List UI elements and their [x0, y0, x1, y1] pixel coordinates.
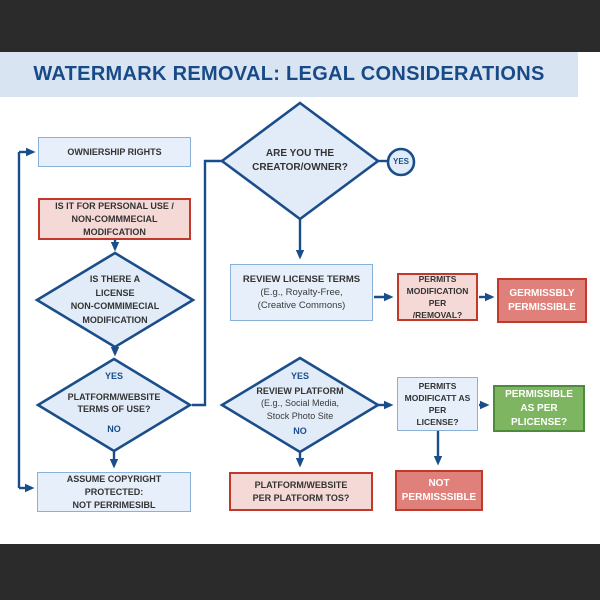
node-label: PLATFORM/WEBSITE — [254, 479, 348, 490]
node-label: IS IT FOR PERSONAL USE / — [55, 200, 174, 211]
page-title: WATERMARK REMOVAL: LEGAL CONSIDERATIONS — [33, 63, 545, 85]
node-ownership-rights: OWNIERSHIP RIGHTS — [38, 137, 191, 167]
terms-diamond-shape — [35, 357, 193, 453]
node-label: TERMS OF USE? — [77, 404, 151, 414]
node-label: PERMISSIBLE — [508, 301, 576, 313]
node-label: (E.g., Royalty-Free, — [260, 287, 343, 298]
node-review-license-terms: REVIEW LICENSE TERMS (E.g., Royalty-Free… — [230, 264, 373, 321]
node-label: PERMISSSIBLE — [401, 491, 477, 503]
yes-badge-label: YES — [392, 157, 409, 166]
node-label: PERMITS — [418, 274, 457, 284]
node-label: (Creative Commons) — [257, 300, 346, 311]
creator-diamond-text: ARE YOU THE CREATOR/OWNER? — [222, 147, 378, 175]
title-banner: WATERMARK REMOVAL: LEGAL CONSIDERATIONS — [0, 52, 578, 97]
license-diamond-shape — [34, 251, 196, 349]
yes-label: YES — [290, 371, 309, 381]
node-assume-copyright: ASSUME COPYRIGHT PROTECTED: NOT PERRIMES… — [37, 472, 191, 512]
connector-creator-to-terms — [192, 159, 222, 407]
node-permits-removal: PERMITS MODIFICATION PER /REMOVAL? — [397, 273, 478, 321]
node-label: PERMITS — [418, 381, 457, 391]
platform-diamond-shape — [219, 356, 381, 454]
node-label: MODIFICATION — [82, 314, 148, 325]
node-label: MODIFICATION PER — [406, 286, 469, 308]
top-letterbox-bar — [0, 0, 600, 52]
license-diamond-text: IS THERE A LICENSE NON-COMMIMECIAL MODIF… — [37, 273, 193, 327]
node-label: Stock Photo Site — [266, 410, 334, 421]
node-permissible-green: PERMISSIBLE AS PER PLICENSE? — [493, 385, 585, 432]
node-label: AS PER PLICENSE? — [510, 402, 568, 428]
node-germissbly-permissible: GERMISSBLY PERMISSIBLE — [497, 278, 587, 323]
node-label: PERMISSIBLE — [505, 388, 573, 400]
node-label: PER PLATFORM TOS? — [252, 492, 350, 503]
node-not-permissible: NOT PERMISSSIBLE — [395, 470, 483, 511]
node-label: (E.g., Social Media, — [260, 398, 340, 408]
node-label: NOT PERRIMESIBL — [72, 499, 156, 510]
node-label: PLATFORM/WEBSITE — [67, 391, 161, 402]
terms-diamond-text: YES PLATFORM/WEBSITE TERMS OF USE? NO — [36, 370, 192, 435]
bottom-letterbox-bar — [0, 544, 600, 600]
node-label: ARE YOU THE — [265, 148, 335, 159]
node-label: LICENSE — [95, 287, 135, 298]
creator-diamond-shape — [219, 101, 381, 221]
node-label: IS THERE A — [89, 274, 141, 284]
platform-diamond-text: YES REVIEW PLATFORM (E.g., Social Media,… — [222, 370, 378, 438]
node-label: NOT — [428, 477, 450, 489]
no-label: NO — [107, 423, 121, 434]
node-platform-tos: PLATFORM/WEBSITE PER PLATFORM TOS? — [229, 472, 373, 511]
node-label: NON-COMMMECIAL MODIFCATION — [71, 213, 158, 237]
node-label: REVIEW PLATFORM — [256, 385, 344, 396]
node-label: CREATOR/OWNER? — [252, 162, 348, 173]
node-personal-use: IS IT FOR PERSONAL USE / NON-COMMMECIAL … — [38, 198, 191, 240]
node-label: REVIEW LICENSE TERMS — [242, 274, 361, 285]
no-label: NO — [293, 426, 307, 436]
node-label: ASSUME COPYRIGHT PROTECTED: — [66, 473, 162, 497]
node-label: LICENSE? — [416, 417, 459, 427]
yes-badge-circle — [386, 147, 416, 177]
node-label: GERMISSBLY — [509, 287, 575, 299]
node-label: OWNIERSHIP RIGHTS — [67, 146, 162, 157]
node-label: /REMOVAL? — [412, 310, 463, 320]
node-permits-license: PERMITS MODIFICATT AS PER LICENSE? — [397, 377, 478, 431]
node-label: NON-COMMIMECIAL — [70, 301, 160, 311]
yes-label: YES — [104, 371, 123, 381]
node-label: MODIFICATT AS PER — [404, 393, 471, 415]
